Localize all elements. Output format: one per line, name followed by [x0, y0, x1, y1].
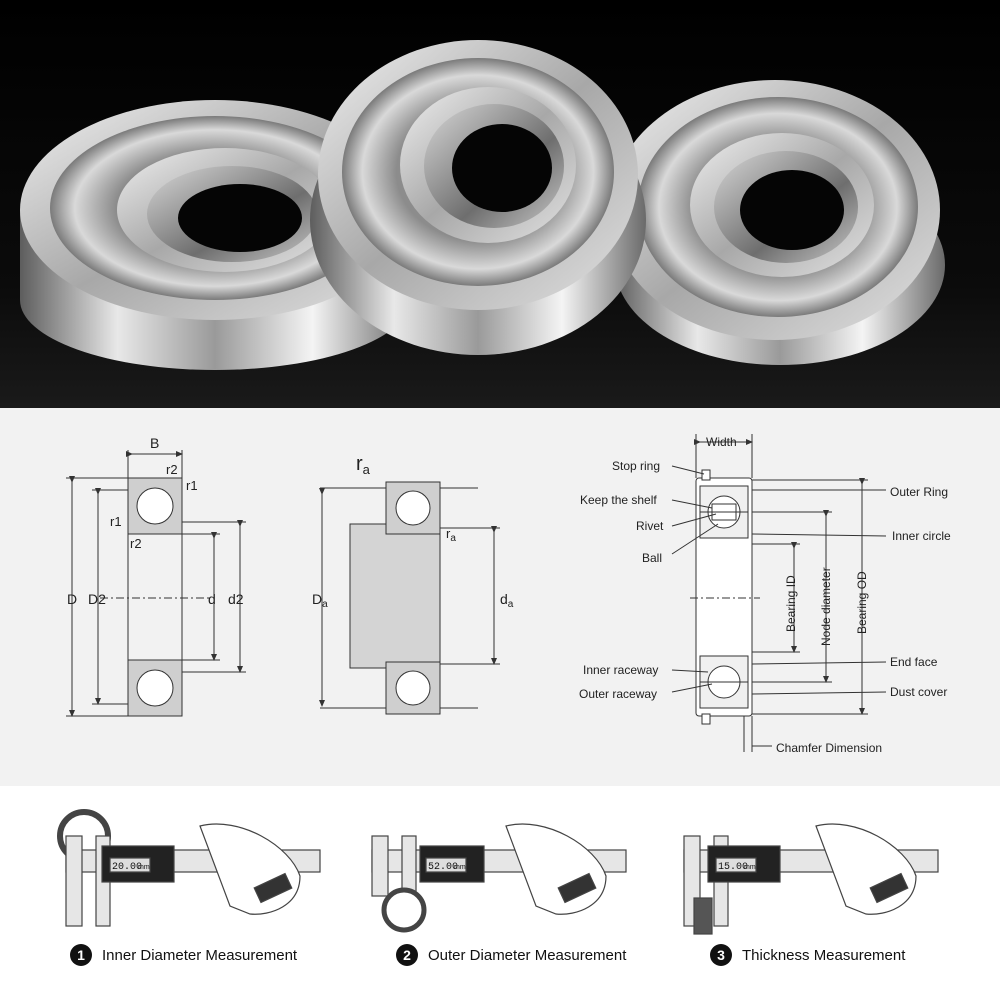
label-keep-the-shelf: Keep the shelf — [580, 493, 657, 507]
number-badge-3: 3 — [710, 944, 732, 966]
label-B: B — [150, 435, 159, 451]
caption-inner-diameter: 1 Inner Diameter Measurement — [70, 944, 297, 966]
caliper-illustration-1 — [57, 809, 321, 927]
measurement-illustrations: 20.00 mm 52.00 mm — [0, 786, 1000, 1000]
label-bearing-id: Bearing ID — [784, 575, 798, 632]
caliper-illustration-3 — [683, 823, 939, 935]
label-rivet: Rivet — [636, 519, 664, 533]
label-da: da — [500, 591, 514, 610]
bearings-photo — [0, 0, 1000, 408]
label-D: D — [67, 591, 77, 607]
label-outer-raceway: Outer raceway — [579, 687, 657, 701]
number-badge-2: 2 — [396, 944, 418, 966]
label-chamfer-dimension: Chamfer Dimension — [776, 741, 882, 755]
technical-diagrams: B r2 r1 r1 r2 D D2 d d2 — [0, 408, 1000, 786]
caption-label-3: Thickness Measurement — [742, 946, 906, 964]
label-ball: Ball — [642, 551, 662, 565]
bearing-anatomy-diagram — [671, 434, 887, 752]
unit-1: mm — [138, 864, 150, 871]
caption-outer-diameter: 2 Outer Diameter Measurement — [396, 944, 626, 966]
label-dust-cover: Dust cover — [890, 685, 947, 699]
number-badge-1: 1 — [70, 944, 92, 966]
caliper-illustration-2 — [371, 823, 627, 933]
label-Da: Da — [312, 591, 328, 610]
unit-3: mm — [744, 864, 756, 871]
bearing-middle — [310, 40, 646, 355]
reading-1: 20.00 — [112, 862, 142, 873]
label-inner-raceway: Inner raceway — [583, 663, 658, 677]
label-stop-ring: Stop ring — [612, 459, 660, 473]
label-outer-ring: Outer Ring — [890, 485, 948, 499]
caption-thickness: 3 Thickness Measurement — [710, 944, 905, 966]
dimension-diagram-1 — [66, 450, 246, 717]
label-r2-inner: r2 — [130, 536, 142, 551]
label-node-diameter: Node diameter — [819, 567, 833, 646]
reading-3: 15.00 — [718, 862, 748, 873]
label-r1-right: r1 — [186, 478, 198, 493]
label-d: d — [208, 591, 216, 607]
label-d2: d2 — [228, 591, 244, 607]
label-end-face: End face — [890, 655, 938, 669]
unit-2: mm — [454, 864, 466, 871]
caption-label-1: Inner Diameter Measurement — [102, 946, 298, 964]
caption-label-2: Outer Diameter Measurement — [428, 946, 627, 964]
dimension-diagram-2 — [319, 481, 500, 715]
label-bearing-od: Bearing OD — [855, 571, 869, 634]
label-D2: D2 — [88, 591, 106, 607]
label-r1-left: r1 — [110, 514, 122, 529]
label-width: Width — [706, 435, 737, 449]
bearing-left — [20, 100, 410, 370]
label-inner-circle: Inner circle — [892, 529, 951, 543]
reading-2: 52.00 — [428, 862, 458, 873]
bearing-right — [610, 80, 945, 365]
label-ra-top: ra — [356, 453, 371, 477]
label-r2-top: r2 — [166, 462, 178, 477]
label-ra-inner: ra — [446, 526, 456, 544]
